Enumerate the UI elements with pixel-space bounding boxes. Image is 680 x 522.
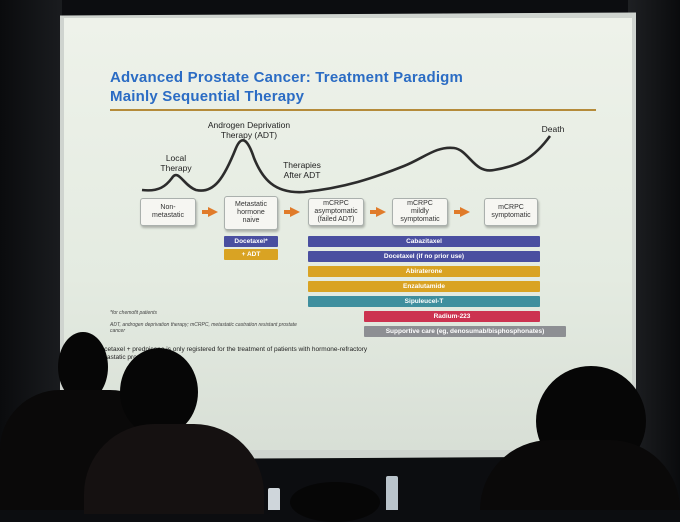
audience-head <box>290 482 380 522</box>
arrow-icon <box>454 207 470 217</box>
note-chemofit: *for chemofit patients <box>110 310 157 316</box>
bar-enzalutamide: Enzalutamide <box>308 281 540 292</box>
stage-non-metastatic: Non- metastatic <box>140 198 196 226</box>
bar-abiraterone: Abiraterone <box>308 266 540 277</box>
bar-sipuleucel-t: Sipuleucel-T <box>308 296 540 307</box>
stage-metastatic-hormone-naive: Metastatic hormone naive <box>224 196 278 230</box>
arrow-icon <box>202 207 218 217</box>
label-after-adt: Therapies After ADT <box>283 160 321 180</box>
label-local-therapy: Local Therapy <box>160 153 192 173</box>
stage-mcrpc-mildly-symptomatic: mCRPC mildly symptomatic <box>392 198 448 226</box>
note-abbreviations: ADT, androgen deprivation therapy; mCRPC… <box>110 322 297 334</box>
water-bottle <box>386 476 398 510</box>
stage-mcrpc-asymptomatic: mCRPC asymptomatic (failed ADT) <box>308 198 364 226</box>
slide-title-line2: Mainly Sequential Therapy <box>110 88 305 105</box>
progression-line <box>141 135 552 194</box>
title-divider <box>110 109 596 111</box>
audience-body <box>480 440 680 510</box>
label-adt: Androgen Deprivation Therapy (ADT) <box>207 120 291 140</box>
bar-radium-223: Radium-223 <box>364 311 540 322</box>
bar-plus-adt: + ADT <box>224 249 278 260</box>
label-death: Death <box>541 124 565 134</box>
bar-docetaxel-chemofit: Docetaxel* <box>224 236 278 247</box>
bar-cabazitaxel: Cabazitaxel <box>308 236 540 247</box>
arrow-icon <box>284 207 300 217</box>
disease-progression-curve <box>141 135 552 194</box>
audience-body <box>84 424 264 514</box>
arrow-icon <box>370 207 386 217</box>
slide-title: Advanced Prostate Cancer: Treatment Para… <box>110 68 530 106</box>
audience-head <box>120 348 198 436</box>
slide-title-line1: Advanced Prostate Cancer: Treatment Para… <box>110 69 464 86</box>
bar-docetaxel-no-prior: Docetaxel (if no prior use) <box>308 251 540 262</box>
bar-supportive-care: Supportive care (eg, denosumab/bisphosph… <box>364 326 566 337</box>
stage-mcrpc-symptomatic: mCRPC symptomatic <box>484 198 538 226</box>
water-bottle <box>268 488 280 510</box>
